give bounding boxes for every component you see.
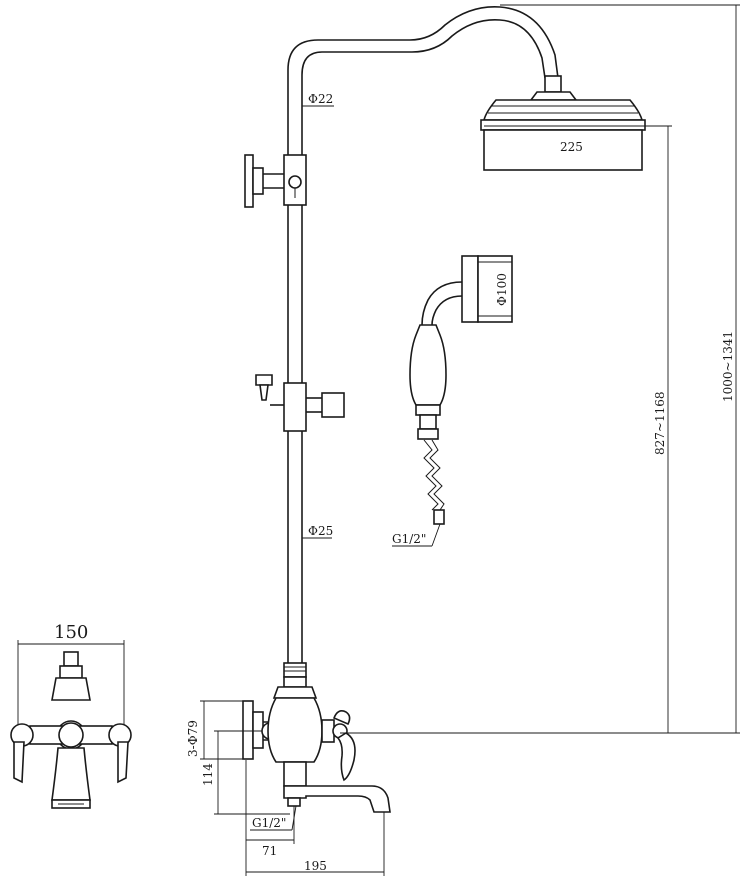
handset-inlet-label: G1/2" [392, 532, 426, 546]
dimension-lines [17, 4, 740, 876]
height-range-head-label: 827~1168 [653, 392, 667, 456]
handset-holder [255, 374, 345, 432]
spout-reach-label: 195 [304, 859, 327, 873]
handset-dia-label: Ф100 [495, 273, 509, 306]
pipe-upper-dia-label: Ф22 [308, 92, 333, 106]
riser-pipe [283, 6, 559, 678]
pipe-lower-dia-label: Ф25 [308, 524, 333, 538]
spout-inlet-label: G1/2" [252, 816, 286, 830]
shower-head [480, 75, 646, 171]
hand-shower [409, 255, 513, 525]
spout-offset-label: 71 [262, 844, 277, 858]
flange-dia-label: 3-Ф79 [186, 720, 200, 757]
height-range-total-label: 1000~1341 [721, 331, 735, 402]
mixer-side-view [242, 676, 391, 813]
upper-wall-bracket [244, 154, 307, 208]
body-height-label: 114 [201, 763, 215, 786]
mixer-front-view [10, 651, 132, 809]
dimension-labels: Ф22 Ф25 225 Ф100 G1/2" 827~1168 1000~134… [54, 92, 735, 873]
shower-head-dia-label: 225 [560, 140, 583, 154]
front-width-label: 150 [54, 622, 88, 643]
